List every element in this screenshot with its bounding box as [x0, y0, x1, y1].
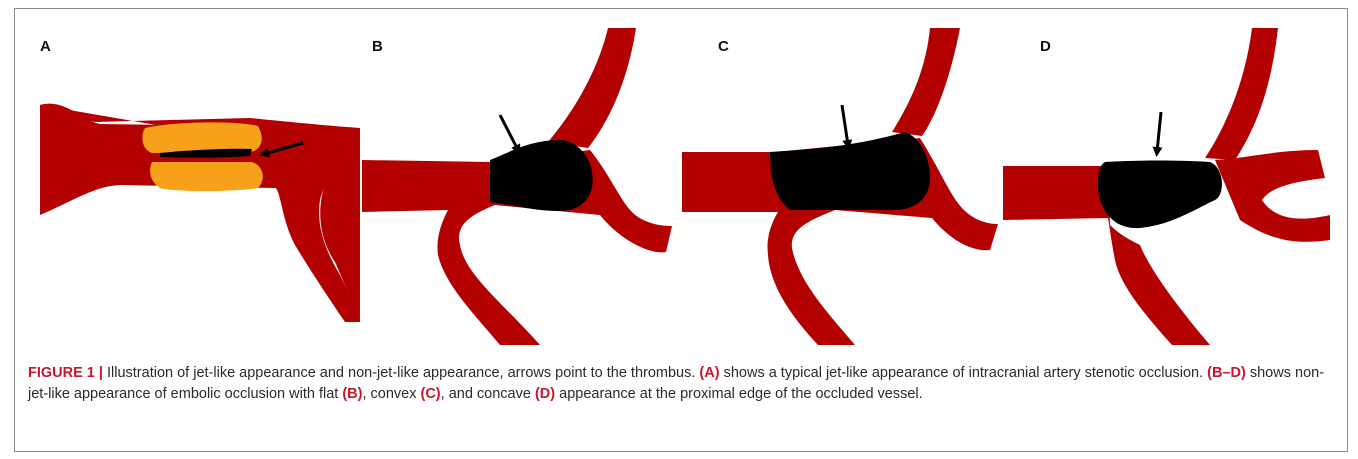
panel-a-plaque-bottom: [150, 162, 263, 191]
caption-text-b: , convex: [362, 386, 420, 402]
caption-intro: Illustration of jet-like appearance and …: [103, 365, 699, 381]
caption-ref-a: (A): [699, 365, 719, 381]
panel-b-thrombus: [490, 140, 593, 211]
panel-b-arrow: [500, 115, 518, 150]
panel-d-branch-right: [1215, 150, 1330, 242]
panel-d-illustration: [1003, 28, 1330, 345]
panel-b-branch-upper: [548, 28, 636, 148]
panel-a-plaque-top: [142, 122, 261, 153]
panel-label-d: D: [1040, 38, 1051, 55]
panel-label-c: C: [718, 38, 729, 55]
figure-illustration: [0, 0, 1358, 360]
panel-a-illustration: [40, 104, 360, 322]
caption-ref-d: (D): [535, 386, 555, 402]
panel-label-b: B: [372, 38, 383, 55]
panel-d-arrow: [1157, 112, 1161, 152]
caption-ref-bd: (B–D): [1207, 365, 1246, 381]
panel-d-branch-upper: [1205, 28, 1278, 160]
caption-text-d: appearance at the proximal edge of the o…: [555, 386, 923, 402]
panel-label-a: A: [40, 38, 51, 55]
panel-d-thrombus: [1098, 161, 1222, 229]
panel-c-arrow: [842, 105, 848, 145]
caption-text-a: shows a typical jet-like appearance of i…: [720, 365, 1208, 381]
panel-b-illustration: [362, 28, 672, 345]
caption-ref-b: (B): [342, 386, 362, 402]
caption-text-c: , and concave: [441, 386, 535, 402]
panel-c-branch-upper: [892, 28, 960, 136]
panel-c-thrombus: [770, 132, 930, 210]
panel-c-illustration: [682, 28, 998, 345]
caption-ref-c: (C): [421, 386, 441, 402]
figure-label: FIGURE 1 |: [28, 365, 103, 381]
figure-caption: FIGURE 1 | Illustration of jet-like appe…: [28, 363, 1328, 405]
